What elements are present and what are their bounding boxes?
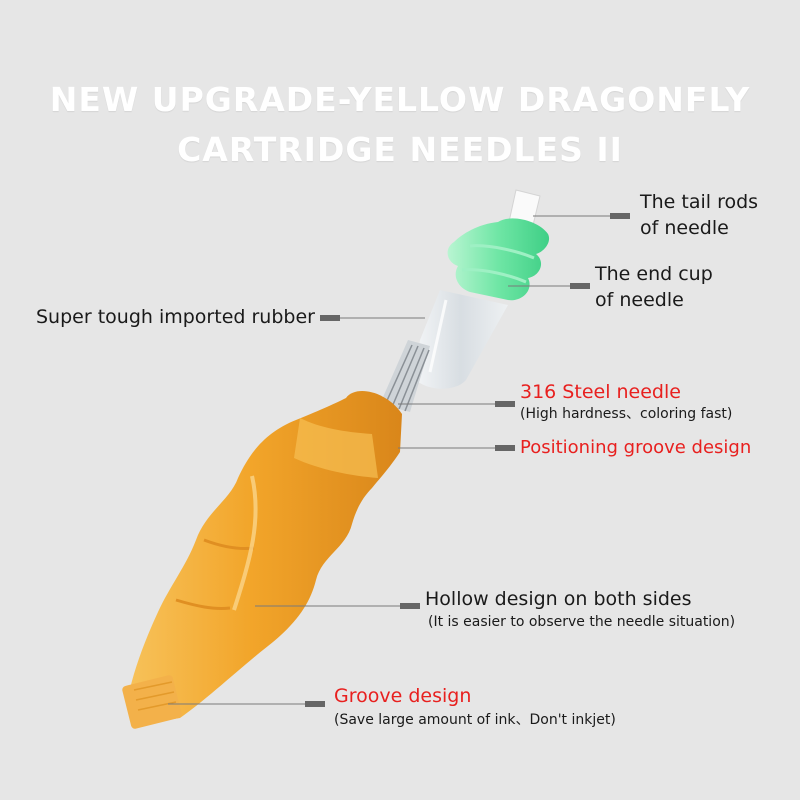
steel-needle-bundle bbox=[380, 340, 430, 412]
end-cup-label-line-1: The end cup bbox=[595, 263, 713, 285]
groove-design-note: (Save large amount of ink、Don't inkjet) bbox=[334, 712, 616, 728]
end-cup bbox=[447, 218, 550, 301]
tail-rods-label-line-1: The tail rods bbox=[640, 191, 759, 213]
steel-needle-note: (High hardness、coloring fast) bbox=[520, 406, 733, 422]
positioning-groove-callout bbox=[398, 445, 515, 451]
end-cup-label-line-2: of needle bbox=[595, 289, 684, 311]
steel-needle-label: 316 Steel needle bbox=[520, 381, 681, 403]
end-cup-callout bbox=[508, 283, 590, 289]
tail-rods-callout bbox=[533, 213, 630, 219]
rubber-callout bbox=[320, 315, 425, 321]
groove-design-callout bbox=[168, 701, 325, 707]
cartridge-body bbox=[122, 391, 402, 729]
headline-line-1: NEW UPGRADE-YELLOW DRAGONFLY bbox=[49, 80, 751, 119]
positioning-groove-label: Positioning groove design bbox=[520, 437, 752, 458]
groove-design-label: Groove design bbox=[334, 685, 472, 707]
hollow-design-callout bbox=[255, 603, 420, 609]
hollow-design-label: Hollow design on both sides bbox=[425, 588, 692, 610]
rubber-label: Super tough imported rubber bbox=[36, 306, 315, 328]
hollow-design-note: (It is easier to observe the needle situ… bbox=[428, 614, 736, 630]
steel-needle-callout bbox=[398, 401, 515, 407]
headline-line-2: CARTRIDGE NEEDLES II bbox=[177, 130, 623, 169]
clear-rubber-section bbox=[414, 290, 508, 389]
tail-rods-label-line-2: of needle bbox=[640, 217, 729, 239]
